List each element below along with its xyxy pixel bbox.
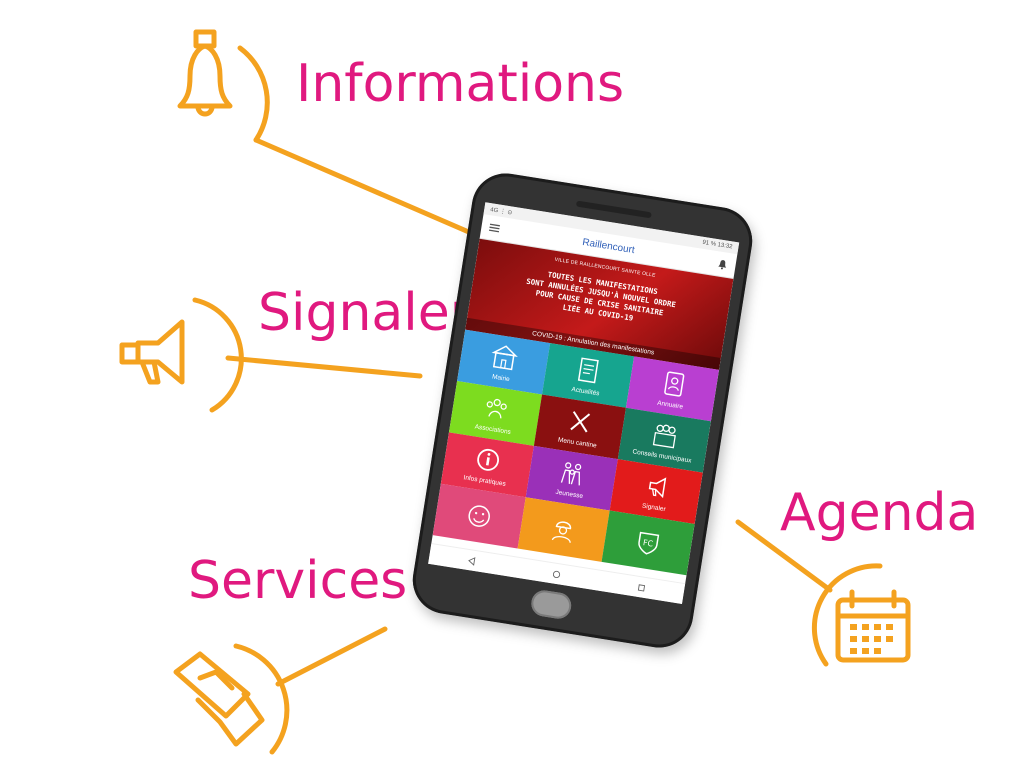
smartphone: 4G ⋮ ⊙ 91 % 13:32 Raillencourt VILLE DE … xyxy=(407,168,758,653)
signaler-connector xyxy=(192,297,423,413)
app-title: Raillencourt xyxy=(581,236,636,256)
hamburger-menu-icon[interactable] xyxy=(488,221,502,235)
handshake-icon xyxy=(173,651,265,747)
back-icon[interactable] xyxy=(467,555,477,566)
menu-tile-label: Jeunesse xyxy=(554,488,584,501)
services-label: Services xyxy=(188,551,408,611)
menu-tile[interactable]: Annuaire xyxy=(626,356,720,422)
app-bar: Raillencourt xyxy=(479,214,738,279)
contacts-book-icon xyxy=(664,371,685,397)
phone-home-button[interactable] xyxy=(529,588,574,621)
calendar-icon xyxy=(835,589,911,663)
council-people-icon xyxy=(652,424,677,449)
cutlery-icon xyxy=(570,411,591,433)
menu-tile[interactable]: Menu cantine xyxy=(533,394,627,460)
menu-tile[interactable]: FC xyxy=(601,510,695,576)
menu-tile[interactable]: Signaler xyxy=(610,459,703,524)
worker-icon xyxy=(552,521,572,543)
menu-tile[interactable]: Infos pratiques xyxy=(440,432,534,498)
menu-tile[interactable] xyxy=(432,483,526,549)
info-icon xyxy=(477,448,499,471)
calendar-grid xyxy=(850,624,893,654)
people-group-icon xyxy=(486,398,507,419)
signaler-label: Signaler xyxy=(258,283,472,343)
services-connector xyxy=(233,626,388,755)
family-icon xyxy=(561,462,582,486)
phone-screen: 4G ⋮ ⊙ 91 % 13:32 Raillencourt VILLE DE … xyxy=(428,202,740,604)
bell-icon xyxy=(177,29,233,117)
menu-tile-label: Annuaire xyxy=(656,399,684,411)
menu-tile[interactable]: Associations xyxy=(448,381,542,446)
megaphone-icon xyxy=(648,477,667,499)
agenda-label: Agenda xyxy=(780,483,979,543)
menu-tile[interactable] xyxy=(517,497,611,562)
smiley-icon xyxy=(468,505,490,527)
recents-icon[interactable] xyxy=(636,582,646,592)
svg-text:FC: FC xyxy=(642,538,654,549)
menu-tile[interactable]: Actualités xyxy=(541,343,635,408)
news-icon xyxy=(578,357,600,384)
menu-tile-label: Mairie xyxy=(491,373,511,384)
menu-tile-label: Actualités xyxy=(570,386,600,398)
menu-tile[interactable]: Conseils municipaux xyxy=(618,407,711,473)
menu-tile-label: Signaler xyxy=(641,502,667,514)
phone-speaker xyxy=(575,200,652,219)
informations-connector xyxy=(237,45,481,239)
android-nav-bar xyxy=(428,542,686,604)
megaphone-icon xyxy=(119,319,185,385)
status-left: 4G ⋮ ⊙ xyxy=(489,206,513,217)
town-hall-icon xyxy=(491,345,518,371)
menu-tile[interactable]: Mairie xyxy=(457,329,550,395)
agenda-connector xyxy=(735,519,883,667)
notification-bell-icon[interactable] xyxy=(716,257,730,271)
home-icon[interactable] xyxy=(551,569,561,579)
informations-label: Informations xyxy=(296,54,625,114)
menu-tile[interactable]: Jeunesse xyxy=(525,445,619,511)
football-club-icon: FC xyxy=(638,531,660,555)
